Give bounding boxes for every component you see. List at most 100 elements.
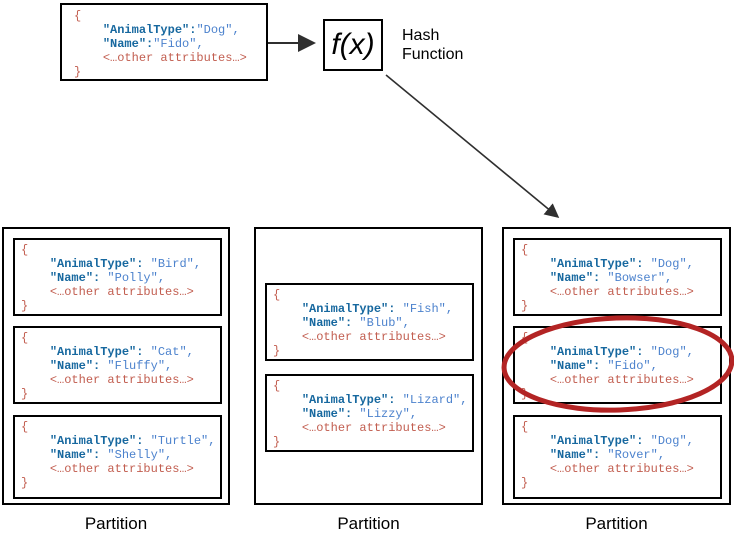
- json-open-brace: {: [521, 420, 529, 434]
- json-key-animal-type: "AnimalType":: [301, 393, 403, 407]
- json-key-animal-type: "AnimalType":: [49, 345, 151, 359]
- json-key-animal-type: "AnimalType":: [549, 434, 651, 448]
- json-code-line: {: [273, 288, 472, 302]
- json-indent: [74, 23, 103, 37]
- json-indent: [273, 393, 302, 407]
- json-other-attributes: <…other attributes…>: [549, 373, 694, 387]
- partition-1-record-1: { "AnimalType": "Bird", "Name": "Polly",…: [13, 238, 222, 316]
- json-indent: [21, 434, 50, 448]
- json-key-animal-type: "AnimalType":: [549, 257, 651, 271]
- hash-function-box: f(x): [323, 19, 383, 71]
- json-indent: [74, 37, 103, 51]
- json-other-attributes: <…other attributes…>: [549, 462, 694, 476]
- json-indent: [273, 330, 302, 344]
- json-code-line: {: [521, 331, 720, 345]
- json-value-name: "Fido",: [153, 37, 204, 51]
- json-key-name: "Name":: [301, 316, 360, 330]
- partition-3-record-2-highlighted: { "AnimalType": "Dog", "Name": "Fido", <…: [513, 326, 722, 404]
- json-code-line: {: [521, 243, 720, 257]
- json-key-animal-type: "AnimalType":: [49, 257, 151, 271]
- json-key-name: "Name":: [549, 359, 608, 373]
- json-indent: [21, 257, 50, 271]
- json-indent: [21, 271, 50, 285]
- json-value-name: "Shelly",: [107, 448, 173, 462]
- json-indent: [21, 359, 50, 373]
- json-indent: [273, 407, 302, 421]
- json-code-line: "AnimalType":"Dog",: [74, 23, 266, 37]
- json-code-line: {: [21, 331, 220, 345]
- json-value-animal-type: "Dog",: [650, 257, 694, 271]
- json-open-brace: {: [521, 331, 529, 345]
- json-code-line: }: [273, 344, 472, 358]
- json-other-attributes: <…other attributes…>: [301, 421, 446, 435]
- json-code-line: "AnimalType": "Dog",: [521, 345, 720, 359]
- json-key-name: "Name":: [549, 448, 608, 462]
- partition-2-box: { "AnimalType": "Fish", "Name": "Blub", …: [254, 227, 483, 505]
- partition-1-record-2: { "AnimalType": "Cat", "Name": "Fluffy",…: [13, 326, 222, 404]
- json-key-name: "Name":: [102, 37, 154, 51]
- json-indent: [273, 421, 302, 435]
- json-open-brace: {: [21, 243, 29, 257]
- json-close-brace: }: [521, 476, 529, 490]
- json-code-line: "AnimalType": "Bird",: [21, 257, 220, 271]
- json-open-brace: {: [21, 331, 29, 345]
- json-code-line: <…other attributes…>: [521, 373, 720, 387]
- json-code-line: "Name": "Fluffy",: [21, 359, 220, 373]
- json-code-line: "Name": "Blub",: [273, 316, 472, 330]
- json-key-name: "Name":: [49, 448, 108, 462]
- json-key-animal-type: "AnimalType":: [549, 345, 651, 359]
- json-value-name: "Rover",: [607, 448, 666, 462]
- json-value-animal-type: "Fish",: [402, 302, 454, 316]
- json-indent: [521, 345, 550, 359]
- hash-function-formula: f(x): [331, 28, 375, 61]
- json-code-line: "Name": "Bowser",: [521, 271, 720, 285]
- json-indent: [74, 51, 103, 65]
- partition-2-record-2: { "AnimalType": "Lizard", "Name": "Lizzy…: [265, 374, 474, 452]
- json-indent: [521, 448, 550, 462]
- json-code-line: <…other attributes…>: [273, 421, 472, 435]
- json-indent: [521, 359, 550, 373]
- json-code-line: "Name": "Shelly",: [21, 448, 220, 462]
- json-value-animal-type: "Bird",: [150, 257, 202, 271]
- json-value-name: "Fido",: [607, 359, 658, 373]
- json-open-brace: {: [74, 9, 82, 23]
- json-code-line: }: [521, 476, 720, 490]
- json-code-line: {: [521, 420, 720, 434]
- json-code-line: "Name": "Rover",: [521, 448, 720, 462]
- json-value-animal-type: "Dog",: [196, 23, 240, 37]
- json-code-line: "AnimalType": "Fish",: [273, 302, 472, 316]
- partition-1-box: { "AnimalType": "Bird", "Name": "Polly",…: [2, 227, 230, 505]
- json-code-line: "AnimalType": "Dog",: [521, 257, 720, 271]
- hash-to-partition-arrow: [385, 74, 560, 219]
- json-code-line: "AnimalType": "Turtle",: [21, 434, 220, 448]
- json-indent: [21, 448, 50, 462]
- json-code-line: <…other attributes…>: [273, 330, 472, 344]
- json-code-line: {: [273, 379, 472, 393]
- json-value-animal-type: "Dog",: [650, 434, 694, 448]
- json-key-animal-type: "AnimalType":: [301, 302, 403, 316]
- json-code-line: }: [21, 299, 220, 313]
- partition-3-record-3: { "AnimalType": "Dog", "Name": "Rover", …: [513, 415, 722, 499]
- hash-caption-line-2: Function: [402, 46, 464, 63]
- json-close-brace: }: [74, 65, 82, 79]
- json-code-line: }: [273, 435, 472, 449]
- json-code-line: "Name": "Fido",: [521, 359, 720, 373]
- json-code-line: }: [21, 476, 220, 490]
- partition-3-box: { "AnimalType": "Dog", "Name": "Bowser",…: [502, 227, 731, 505]
- json-value-animal-type: "Cat",: [150, 345, 194, 359]
- json-open-brace: {: [273, 288, 281, 302]
- json-code-line: "Name":"Fido",: [74, 37, 266, 51]
- json-key-animal-type: "AnimalType":: [49, 434, 151, 448]
- partition-3-record-1: { "AnimalType": "Dog", "Name": "Bowser",…: [513, 238, 722, 316]
- json-code-line: "Name": "Lizzy",: [273, 407, 472, 421]
- partition-1-record-3: { "AnimalType": "Turtle", "Name": "Shell…: [13, 415, 222, 499]
- json-code-line: "AnimalType": "Cat",: [21, 345, 220, 359]
- json-other-attributes: <…other attributes…>: [49, 285, 194, 299]
- json-code-line: "AnimalType": "Lizard",: [273, 393, 472, 407]
- json-value-name: "Bowser",: [607, 271, 673, 285]
- json-value-name: "Fluffy",: [107, 359, 173, 373]
- partition-2-record-1: { "AnimalType": "Fish", "Name": "Blub", …: [265, 283, 474, 361]
- json-indent: [21, 285, 50, 299]
- json-code-line: }: [521, 387, 720, 401]
- json-value-name: "Polly",: [107, 271, 166, 285]
